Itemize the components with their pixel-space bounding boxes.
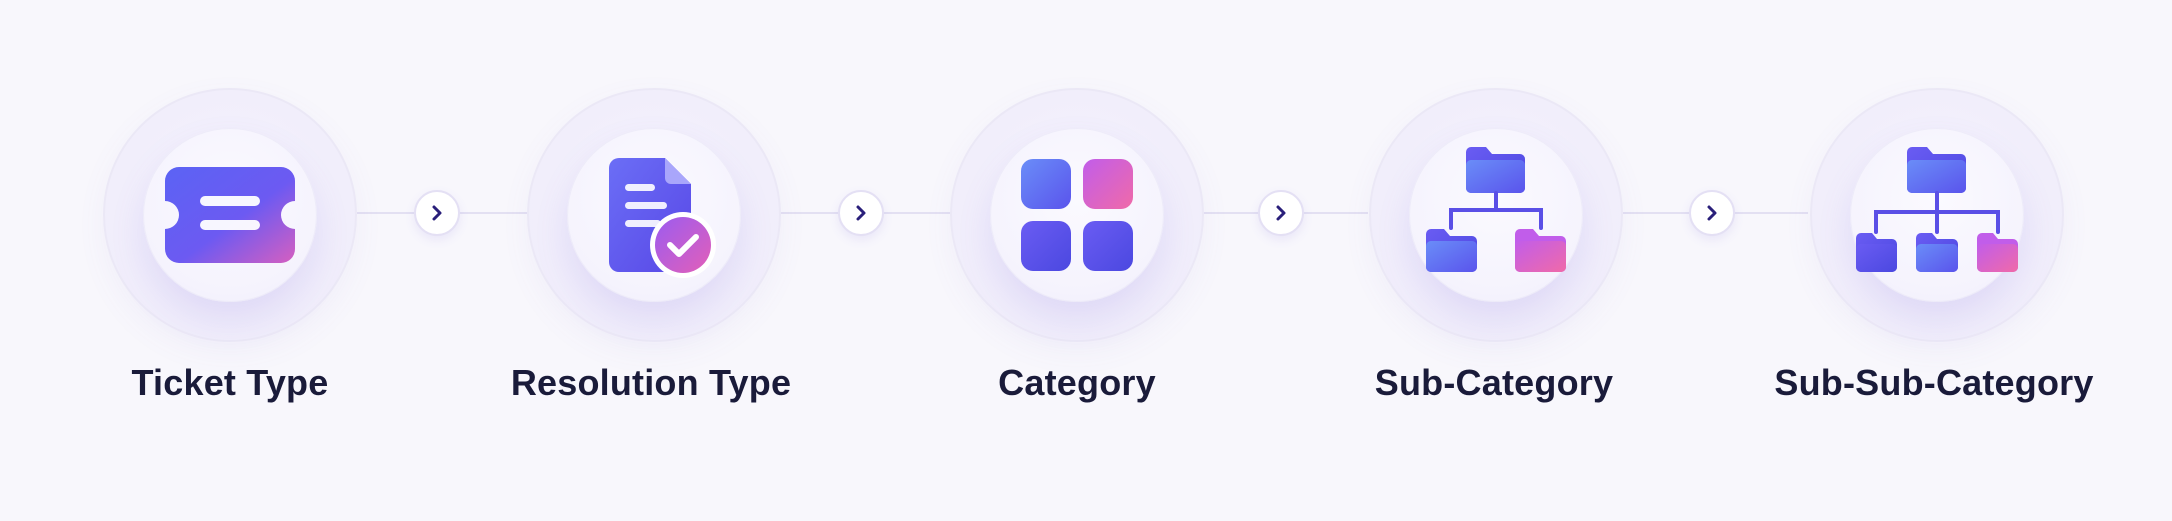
step-sub-category[interactable] — [1366, 85, 1626, 345]
folder-tree-three-icon — [1856, 147, 2018, 272]
document-check-icon — [609, 158, 716, 278]
chevron-right-icon — [856, 205, 866, 221]
ticket-icon — [165, 167, 295, 263]
next-arrow-button[interactable] — [1258, 190, 1304, 236]
next-arrow-button[interactable] — [1689, 190, 1735, 236]
step-label: Sub-Category — [1374, 362, 1614, 403]
folder-tree-icon — [1426, 147, 1566, 272]
chevron-right-icon — [1276, 205, 1286, 221]
step-label: Sub-Sub-Category — [1774, 362, 2094, 403]
grid-icon — [1021, 159, 1133, 271]
step-resolution-type[interactable] — [524, 85, 784, 345]
step-ticket-type[interactable] — [100, 85, 360, 345]
step-label: Resolution Type — [510, 362, 792, 403]
step-label: Ticket Type — [131, 362, 329, 403]
chevron-right-icon — [1707, 205, 1717, 221]
step-category[interactable] — [947, 85, 1207, 345]
step-circle-inner — [990, 128, 1164, 302]
chevron-right-icon — [432, 205, 442, 221]
next-arrow-button[interactable] — [414, 190, 460, 236]
step-sub-sub-category[interactable] — [1807, 85, 2067, 345]
step-label: Category — [998, 362, 1156, 403]
next-arrow-button[interactable] — [838, 190, 884, 236]
